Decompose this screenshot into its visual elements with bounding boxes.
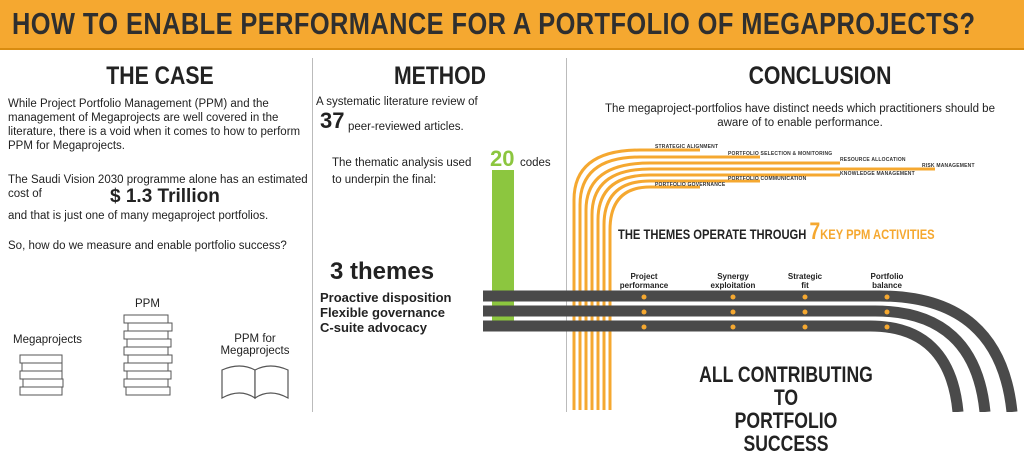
activity-label: PORTFOLIO COMMUNICATION	[728, 176, 807, 182]
final-line-2: PORTFOLIO SUCCESS	[734, 408, 838, 456]
case-paragraph-2b: and that is just one of many megaproject…	[8, 210, 269, 222]
activity-label: STRATEGIC ALIGNMENT	[655, 144, 719, 150]
conclusion-heading: CONCLUSION	[748, 62, 892, 90]
outcome-label: Strategic fit	[787, 272, 823, 290]
method-line-3: to underpin the final:	[332, 174, 437, 186]
codes-post: codes	[520, 157, 551, 169]
road-diagram	[19, 148, 1018, 412]
outcome-label: Project performance	[619, 272, 669, 290]
operate-num: 7	[809, 218, 821, 245]
operate-line: THE THEMES OPERATE THROUGH 7KEY PPM ACTI…	[618, 218, 935, 246]
outcome-label: Portfolio balance	[870, 272, 904, 290]
codes-pre: The thematic analysis used	[332, 157, 472, 169]
conclusion-text: The megaproject-portfolios have distinct…	[605, 103, 995, 129]
book-label: PPM	[135, 298, 160, 310]
book-stack-ppm	[123, 314, 173, 396]
operate-pre: THE THEMES OPERATE THROUGH	[618, 226, 807, 242]
method-line-2: peer-reviewed articles.	[348, 121, 464, 133]
green-bar	[492, 170, 514, 330]
theme-label: Proactive disposition	[320, 290, 452, 305]
divider	[566, 58, 567, 412]
method-line-1: A systematic literature review of	[316, 96, 478, 108]
theme-label: Flexible governance	[320, 305, 445, 320]
page-title: HOW TO ENABLE PERFORMANCE FOR A PORTFOLI…	[12, 6, 976, 41]
final-message: ALL CONTRIBUTING TO PORTFOLIO SUCCESS	[690, 363, 882, 455]
theme-label: C-suite advocacy	[320, 320, 427, 335]
activity-label: PORTFOLIO SELECTION & MONITORING	[728, 151, 833, 157]
book-label: PPM for Megaprojects	[220, 333, 290, 357]
case-paragraph-1: While Project Portfolio Management (PPM)…	[8, 98, 301, 152]
final-line-1: ALL CONTRIBUTING TO	[699, 362, 873, 410]
activity-label: KNOWLEDGE MANAGEMENT	[840, 171, 915, 177]
article-count: 37	[320, 108, 345, 133]
activity-label: RESOURCE ALLOCATION	[840, 157, 906, 163]
case-paragraph-3: So, how do we measure and enable portfol…	[8, 240, 287, 252]
activity-label: RISK MANAGEMENT	[922, 163, 975, 169]
header-bar	[0, 0, 1024, 50]
activity-label: PORTFOLIO GOVERNANCE	[655, 182, 726, 188]
case-paragraph-2a: The Saudi Vision 2030 programme alone ha…	[8, 174, 308, 200]
method-heading: METHOD	[393, 62, 487, 90]
open-book-icon	[221, 365, 289, 400]
book-label: Megaprojects	[13, 334, 83, 346]
activity-lines	[572, 148, 935, 410]
codes-count: 20	[490, 146, 515, 171]
cost-amount: $ 1.3 Trillion	[110, 186, 220, 207]
book-stack-megaprojects	[19, 354, 64, 396]
operate-post: KEY PPM ACTIVITIES	[820, 226, 935, 242]
outcome-label: Synergy exploitation	[710, 272, 756, 290]
divider	[312, 58, 313, 412]
themes-title: 3 themes	[330, 258, 435, 285]
case-heading: THE CASE	[106, 62, 214, 90]
